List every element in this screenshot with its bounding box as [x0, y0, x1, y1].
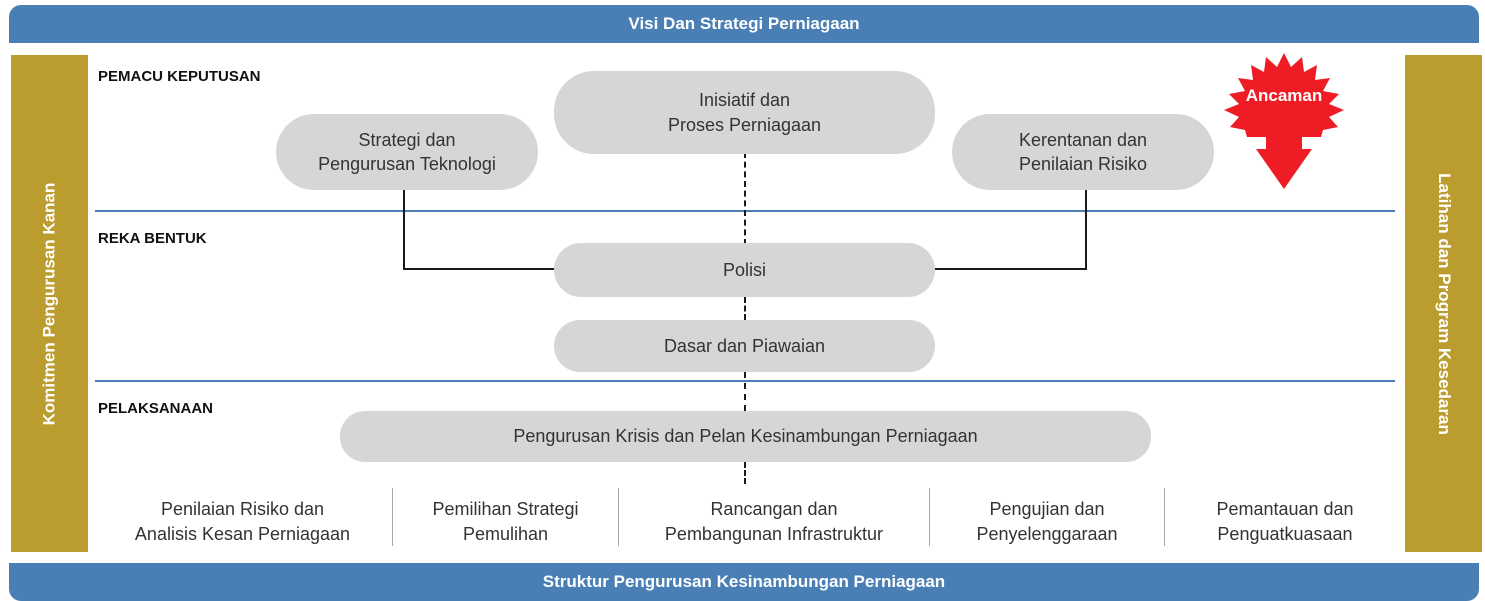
connector-line	[403, 268, 556, 270]
phase-separator	[618, 488, 619, 546]
box-standards: Dasar dan Piawaian	[554, 320, 935, 372]
connector-dashed-line	[744, 152, 746, 245]
footer-banner: Struktur Pengurusan Kesinambungan Pernia…	[9, 563, 1479, 601]
connector-dashed-line	[744, 297, 746, 320]
phase-separator	[929, 488, 930, 546]
phase-item: Pemantauan dan Penguatkuasaan	[1165, 492, 1405, 552]
section-label-implementation: PELAKSANAAN	[98, 400, 214, 417]
phase-label: Pemantauan dan Penguatkuasaan	[1216, 498, 1354, 544]
box-tech-strategy: Strategi dan Pengurusan Teknologi	[276, 114, 538, 190]
section-label-drivers: PEMACU KEPUTUSAN	[98, 68, 261, 85]
phase-label: Pengujian dan Penyelenggaraan	[976, 498, 1118, 544]
phase-separator	[1164, 488, 1165, 546]
threat-burst-icon	[1224, 53, 1344, 189]
box-vulnerability: Kerentanan dan Penilaian Risiko	[952, 114, 1214, 190]
box-policy: Polisi	[554, 243, 935, 297]
left-sidebar-label: Komitmen Pengurusan Kanan	[39, 182, 59, 425]
box-standards-label: Dasar dan Piawaian	[663, 335, 826, 356]
connector-line	[1085, 190, 1087, 270]
phase-item: Rancangan dan Pembangunan Infrastruktur	[619, 492, 929, 552]
phase-label: Pemilihan Strategi Pemulihan	[432, 498, 579, 544]
connector-line	[403, 190, 405, 270]
left-sidebar: Komitmen Pengurusan Kanan	[11, 55, 88, 552]
box-business-initiative: Inisiatif dan Proses Perniagaan	[554, 71, 935, 154]
section-label-design: REKA BENTUK	[98, 230, 207, 247]
phase-item: Pemilihan Strategi Pemulihan	[393, 492, 618, 552]
connector-dashed-line	[744, 462, 746, 484]
phase-item: Penilaian Risiko dan Analisis Kesan Pern…	[95, 492, 390, 552]
threat-label: Ancaman	[1245, 86, 1323, 105]
box-policy-label: Polisi	[722, 259, 766, 280]
phase-label: Rancangan dan Pembangunan Infrastruktur	[664, 498, 884, 544]
connector-dashed-line	[744, 372, 746, 411]
footer-title: Struktur Pengurusan Kesinambungan Pernia…	[542, 572, 946, 591]
right-sidebar-label: Latihan dan Program Kesedaran	[1434, 172, 1454, 435]
header-title: Visi Dan Strategi Perniagaan	[628, 14, 860, 33]
box-vulnerability-label: Kerentanan dan Penilaian Risiko	[1018, 129, 1148, 174]
box-crisis-plan-label: Pengurusan Krisis dan Pelan Kesinambunga…	[513, 426, 978, 447]
box-crisis-plan: Pengurusan Krisis dan Pelan Kesinambunga…	[340, 411, 1151, 462]
phase-item: Pengujian dan Penyelenggaraan	[930, 492, 1164, 552]
header-banner: Visi Dan Strategi Perniagaan	[9, 5, 1479, 43]
phase-label: Penilaian Risiko dan Analisis Kesan Pern…	[134, 498, 351, 544]
right-sidebar: Latihan dan Program Kesedaran	[1405, 55, 1482, 552]
connector-line	[935, 268, 1087, 270]
box-tech-strategy-label: Strategi dan Pengurusan Teknologi	[318, 129, 496, 174]
box-business-initiative-label: Inisiatif dan Proses Perniagaan	[667, 90, 822, 135]
phase-separator	[392, 488, 393, 546]
